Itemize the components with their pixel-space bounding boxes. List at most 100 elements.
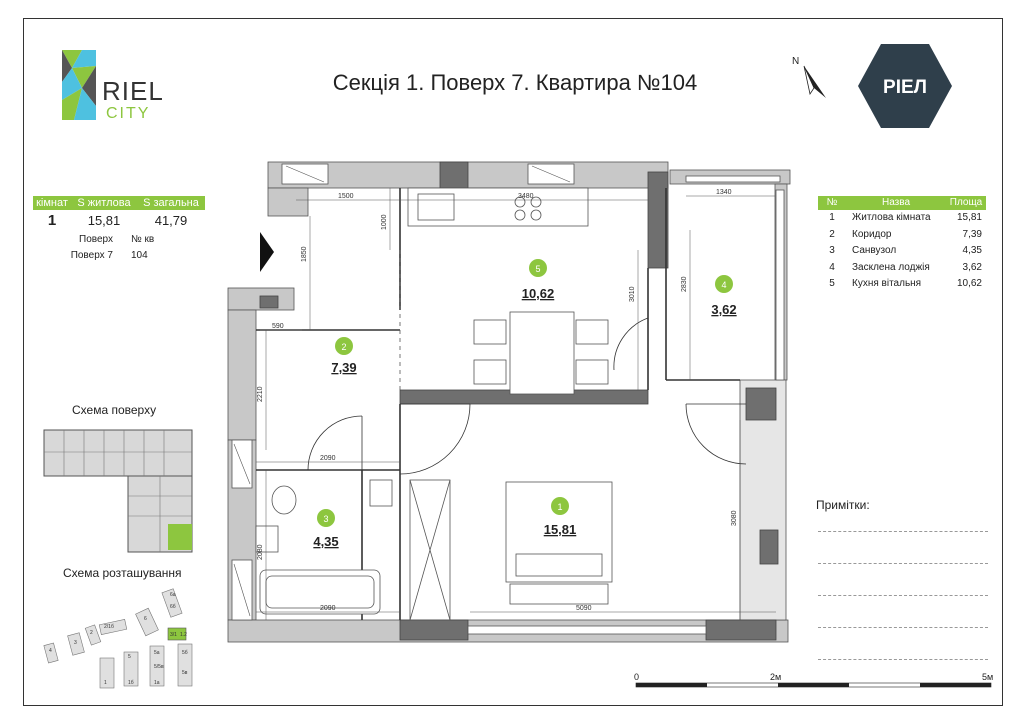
entrance-arrow-icon [260,232,274,272]
legend-number: 5 [829,278,835,289]
dimension-label: 2210 [257,386,264,402]
apt-label: № кв [131,234,155,245]
toilet-icon [271,485,297,515]
floor-label: Поверх [79,234,113,245]
riel-brand-logo: РІЕЛ [858,44,952,128]
site-building-label: 5в [182,670,188,676]
floor-scheme-thumbnail [43,429,193,553]
room-area: 7,39 [331,360,356,375]
notes-lines [818,500,988,660]
summary-living-value: 15,81 [87,213,121,228]
page-title: Секція 1. Поверх 7. Квартира №104 [332,70,698,95]
room-area: 4,35 [313,534,338,549]
legend-header-name: Назва [881,197,911,208]
dimension-label: 1000 [381,214,388,230]
room-area: 3,62 [711,302,736,317]
apartment-floor-plan: 1500 3480 1340 1000 1850 590 3010 2830 2… [227,161,791,643]
dimension-label: 2090 [320,605,336,612]
room-marker-1: 1 15,81 [544,497,577,537]
legend-header-area: Площа [949,197,983,208]
legend-number: 1 [829,212,835,223]
summary-rooms-value: 1 [47,212,57,229]
brand-logo-text: РІЕЛ [883,77,927,98]
scale-label-0: 0 [634,672,639,682]
dimension-label: 3010 [629,286,636,302]
room-number: 1 [557,502,562,512]
room-area: 10,62 [522,286,555,301]
site-building-label: 5/5в [154,664,164,670]
legend-row: 3 Санвузол 4,35 [818,243,986,260]
dimension-label: 2090 [320,455,336,462]
legend-name: Засклена лоджія [852,261,930,273]
site-building-label: 3 [74,640,77,646]
site-building-label: 6а [170,592,176,598]
site-building-label: 1 [104,680,107,686]
site-building-label: 4 [49,648,52,654]
summary-total-value: 41,79 [154,213,188,228]
dimension-label: 2830 [681,276,688,292]
site-building-label: 6б [170,604,176,610]
site-building-label: 2/1б [104,624,114,630]
legend-area: 7,39 [962,228,982,240]
current-apartment-marker [168,524,192,550]
legend-row: 5 Кухня вітальня 10,62 [818,276,986,293]
legend-name: Кухня вітальня [852,278,922,289]
site-scheme-label: Схема розташування [63,566,182,580]
site-building-label: 2 [90,630,93,636]
room-marker-4: 4 3,62 [711,275,737,317]
site-building-label: 3/1 [170,632,177,638]
dimension-label: 1340 [716,189,732,196]
floor-scheme-label: Схема поверху [72,403,157,417]
room-number: 4 [721,280,726,290]
legend-name: Коридор [852,228,892,240]
dimension-label: 3480 [518,193,534,200]
summary-header-living: S житлова [77,197,131,209]
legend-name: Санвузол [852,245,897,256]
legend-number: 2 [829,228,835,240]
room-marker-5: 5 10,62 [522,259,555,301]
legend-area: 10,62 [956,278,982,289]
room-marker-2: 2 7,39 [331,337,357,375]
legend-number: 3 [829,245,835,256]
room-area: 15,81 [544,522,577,537]
summary-header-total: S загальна [143,197,199,209]
site-building-label: 5б [182,650,188,656]
summary-header-rooms: кімнат [36,197,68,209]
legend-row: 4 Засклена лоджія 3,62 [818,260,986,277]
north-arrow-icon: N [792,56,826,98]
site-building-label: 5 [128,654,131,660]
sink-icon [417,193,455,221]
room-number: 2 [341,342,346,352]
scale-bar: 0 2м 5м [634,672,993,688]
legend-area: 3,62 [962,261,982,273]
room-legend: № Назва Площа 1 Житлова кімната 15,81 2 … [818,196,986,293]
site-building-label: 1.2 [180,632,187,638]
dimension-label: 2080 [257,544,264,560]
scale-label-2: 2м [770,672,781,682]
site-building-label: 6 [144,616,147,622]
legend-area: 15,81 [956,212,982,223]
shower-drain-icon [369,479,393,507]
washbasin-icon [255,525,279,553]
logo-text-riel: RIEL [102,76,164,106]
legend-name: Житлова кімната [852,212,931,223]
dimension-label: 3080 [731,510,738,526]
floor-value: Поверх 7 [70,250,113,261]
logo-text-city: CITY [106,105,150,122]
current-building-marker [167,627,187,641]
room-number: 3 [323,514,328,524]
sheet-frame [23,18,1003,706]
dimension-label: 590 [272,323,284,330]
dimension-label: 1500 [338,193,354,200]
legend-row: 1 Житлова кімната 15,81 [818,210,986,227]
room-number: 5 [535,264,540,274]
site-scheme-thumbnail: 4 3 2 1 1б 1а 2/1б 5 5а 5б 5в 6 6а 6б 5/… [43,588,193,689]
north-label: N [792,56,799,67]
legend-row: 2 Коридор 7,39 [818,227,986,244]
site-building-label: 1а [154,680,160,686]
room-marker-3: 3 4,35 [313,509,339,549]
site-building-label: 1б [128,680,134,686]
legend-number: 4 [829,261,835,273]
apt-value: 104 [131,250,148,261]
